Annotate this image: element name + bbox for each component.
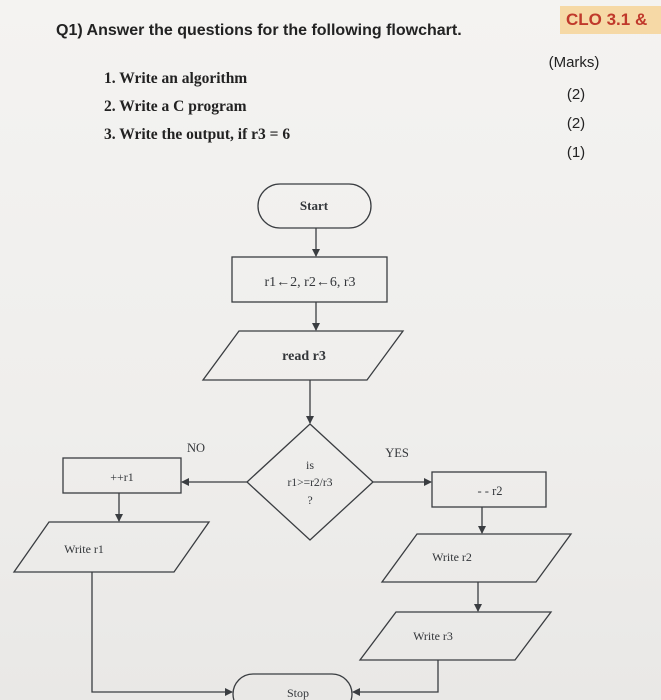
increment-label: ++r1	[110, 470, 134, 484]
init-label: r1←2, r2←6, r3	[265, 275, 356, 290]
read-input-parallelogram	[201, 330, 405, 381]
decision-label-line1: is	[306, 458, 314, 472]
decrement-label: - - r2	[478, 484, 503, 498]
task-item-algorithm: 1. Write an algorithm	[104, 70, 248, 87]
no-branch-label: NO	[187, 441, 205, 455]
increment-process-box	[62, 457, 182, 494]
decrement-process-box	[431, 471, 547, 508]
arrow-write-r1-to-stop	[91, 572, 233, 696]
yes-branch-label: YES	[385, 446, 409, 460]
write-r1-label: Write r1	[64, 542, 104, 556]
init-process-box	[231, 256, 388, 303]
write-r3-label: Write r3	[413, 629, 453, 643]
write-r1-parallelogram	[12, 521, 211, 573]
write-r3-parallelogram	[358, 611, 553, 661]
marks-column: (Marks) (2) (2) (1)	[546, 50, 606, 169]
stop-label: Stop	[287, 686, 309, 700]
decision-label-line3: ?	[307, 493, 312, 507]
task-item-c-program: 2. Write a C program	[104, 98, 247, 115]
question-title: Q1) Answer the questions for the followi…	[56, 22, 462, 39]
start-terminal	[257, 183, 372, 229]
marks-value-c-program: (2)	[566, 115, 586, 132]
start-label: Start	[300, 198, 329, 213]
clo-badge: CLO 3.1 &	[560, 6, 661, 34]
marks-value-output: (1)	[566, 144, 586, 161]
read-label: read r3	[282, 349, 326, 364]
decision-label-line2: r1>=r2/r3	[288, 477, 333, 489]
task-item-output: 3. Write the output, if r3 = 6	[104, 126, 291, 143]
write-r2-parallelogram	[380, 533, 573, 583]
marks-value-algorithm: (2)	[566, 86, 586, 103]
marks-header: (Marks)	[548, 54, 600, 71]
write-r2-label: Write r2	[432, 550, 472, 564]
arrow-write-r3-to-stop	[352, 660, 439, 696]
task-list: 1. Write an algorithm 2. Write a C progr…	[104, 66, 290, 150]
decision-diamond	[246, 423, 374, 541]
